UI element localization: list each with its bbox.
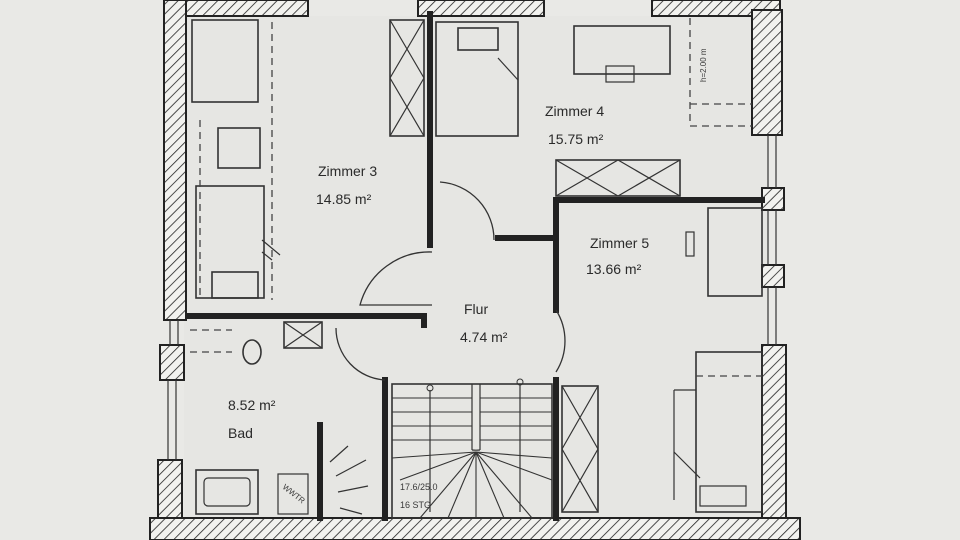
wall-left-mid [159,344,185,381]
furniture-bad [190,321,369,515]
door-zimmer5 [555,309,566,373]
height-annotation: h=2.00 m [699,48,708,82]
wall-right-upper [751,9,783,136]
wall-right-mid-1 [761,187,785,211]
stairs-dimensions: 17.6/25.0 [400,482,438,492]
room-name-bad: Bad [228,425,253,441]
wall-top-middle [417,0,545,17]
door-bad [335,327,386,381]
wall-left-upper [163,0,187,321]
exterior-walls [149,0,801,540]
room-name-zimmer3: Zimmer 3 [318,163,377,179]
floor-area [184,16,768,520]
wall-left-lower [157,459,183,529]
furniture-zimmer5 [561,207,763,513]
room-area-zimmer4: 15.75 m² [548,131,604,147]
room-area-flur: 4.74 m² [460,329,508,345]
room-name-zimmer4: Zimmer 4 [545,103,604,119]
room-area-zimmer3: 14.85 m² [316,191,372,207]
room-area-bad: 8.52 m² [228,397,276,413]
windows [167,135,777,460]
doors [335,181,566,381]
wall-right-mid-2 [761,264,785,288]
room-name-flur: Flur [464,301,488,317]
staircase [391,378,553,519]
room-name-zimmer5: Zimmer 5 [590,235,649,251]
room-area-zimmer5: 13.66 m² [586,261,642,277]
wall-right-lower [761,344,787,540]
door-zimmer3 [359,251,433,306]
wall-top-right [651,0,781,17]
furniture-zimmer3 [191,19,425,300]
interior-walls [185,11,765,521]
stairs-count: 16 STG [400,500,431,510]
wall-top-left [175,0,309,17]
wall-bottom [149,517,801,540]
furniture-zimmer4 [435,18,752,197]
door-zimmer4 [439,181,495,241]
